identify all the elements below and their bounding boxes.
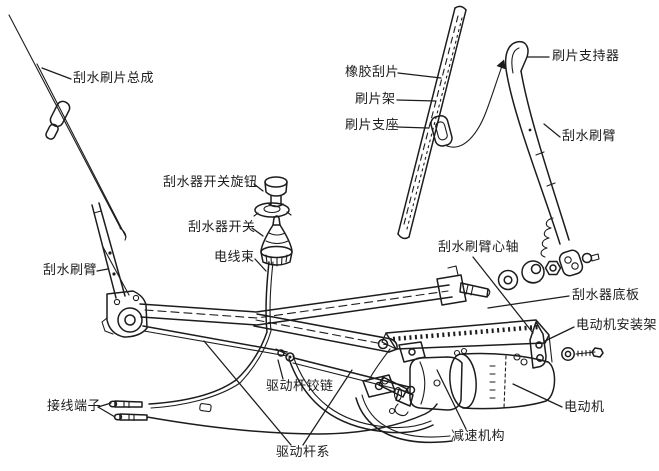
- switch-knob: [264, 176, 288, 208]
- attach-direction-arrow: [446, 59, 506, 148]
- leader-blade-frame: [396, 99, 437, 102]
- leader-lines: [41, 56, 575, 446]
- leader-drive-rod-linkage: [302, 369, 353, 446]
- wiper-frame-tube: [139, 284, 453, 353]
- right-wiper-arm: [504, 40, 570, 258]
- leader-drive-rod-hinge: [277, 359, 284, 380]
- label-wiper-switch: 刮水器开关: [188, 220, 256, 235]
- leader-blade-support-seat: [396, 126, 429, 129]
- leader-reduction-gear: [436, 369, 467, 430]
- leader-wiper-switch: [251, 227, 264, 237]
- label-blade-retainer: 刷片支持器: [552, 49, 620, 64]
- label-drive-rod-linkage: 驱动杆系: [276, 445, 331, 460]
- label-wiper-switch-knob: 刮水器开关旋钮: [163, 175, 258, 190]
- left-wiper-blade: [8, 14, 127, 241]
- blade-support-seat-part: [430, 115, 453, 147]
- label-wiring-terminals: 接线端子: [47, 399, 102, 414]
- leader-wiper-blade-assembly: [41, 67, 72, 80]
- label-reduction-gear: 减速机构: [451, 429, 506, 444]
- leader-motor-mounting-bracket: [544, 326, 575, 342]
- spindle-assembly: [436, 265, 491, 306]
- spindle-hardware: [497, 249, 600, 291]
- label-wiper-arm-right: 刮水刷臂: [562, 129, 617, 144]
- harness-wire: [148, 261, 274, 409]
- leader-wiring-terminals: [97, 406, 116, 418]
- electric-motor-body: [449, 352, 556, 410]
- leader-rubber-wiper-strip: [397, 72, 442, 79]
- wiring-terminal-2: [113, 413, 148, 422]
- leader-electric-motor: [512, 383, 563, 408]
- switch-body: [260, 215, 293, 267]
- wiring-terminal-1: [108, 400, 143, 409]
- label-wiper-base-plate: 刮水器底板: [572, 288, 640, 303]
- leader-wiper-arm-left: [96, 268, 109, 272]
- base-plate: [381, 319, 550, 366]
- label-wiper-arm-spindle: 刮水刷臂心轴: [438, 240, 520, 255]
- arm-spring-coil: [540, 217, 554, 258]
- label-wire-harness: 电线束: [214, 250, 255, 265]
- label-blade-frame: 刷片架: [355, 92, 396, 107]
- label-rubber-wiper-strip: 橡胶刮片: [345, 65, 400, 80]
- leader-drive-rod-linkage: [203, 340, 292, 446]
- drive-rods: [142, 325, 434, 434]
- leader-wiper-arm-spindle: [472, 256, 534, 334]
- right-wiper-blade: [397, 5, 467, 240]
- left-pivot-bracket: [101, 290, 148, 338]
- switch-mount-disc: [253, 202, 292, 218]
- label-blade-support-seat: 刷片支座: [345, 118, 400, 133]
- left-wiper-arm: [91, 202, 130, 299]
- leader-wiper-base-plate: [487, 295, 570, 309]
- label-wiper-blade-assembly: 刮水刷片总成: [73, 71, 155, 86]
- label-wiper-arm-left: 刮水刷臂: [43, 263, 98, 278]
- mounting-bracket: [529, 321, 604, 369]
- leader-wire-harness: [254, 258, 267, 272]
- label-electric-motor: 电动机: [564, 400, 605, 415]
- leader-wiper-arm-right: [543, 123, 561, 138]
- label-drive-rod-hinge: 驱动杆铰链: [266, 379, 334, 394]
- motor-bracket-tabs: [355, 341, 453, 444]
- terminal-wires: [146, 403, 438, 435]
- leader-wiper-switch-knob: [253, 183, 264, 192]
- leader-wiring-terminals: [97, 402, 112, 408]
- label-motor-mounting-bracket: 电动机安装架: [576, 318, 658, 333]
